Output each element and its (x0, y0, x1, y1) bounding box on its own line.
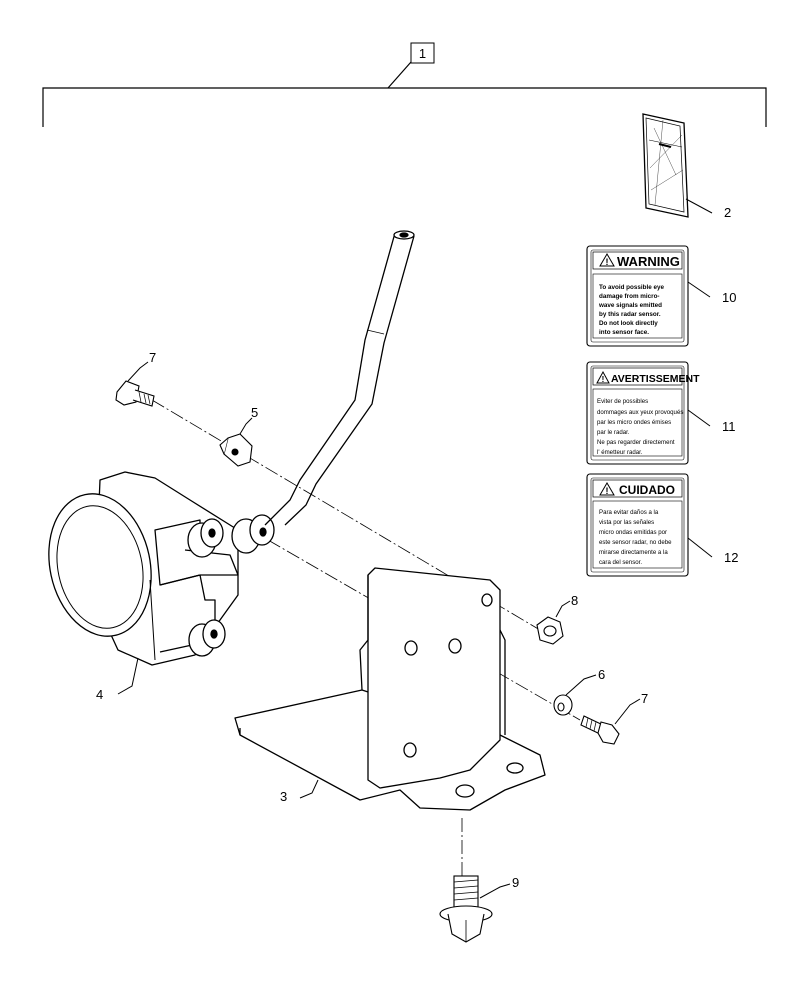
svg-text:!: ! (606, 486, 609, 496)
manual-booklet[interactable]: 2 (642, 113, 731, 220)
bolt-upper[interactable] (115, 380, 155, 407)
sensor-boss-lower (188, 619, 226, 657)
svg-text:par le radar.: par le radar. (597, 429, 630, 436)
svg-text:Do not look directly: Do not look directly (599, 320, 658, 327)
sensor-cable (264, 230, 415, 526)
svg-text:2: 2 (724, 205, 731, 220)
svg-text:WARNING: WARNING (617, 254, 680, 269)
callout-8: 8 (555, 593, 578, 618)
svg-text:12: 12 (724, 550, 738, 565)
callout-1[interactable]: 1 (410, 42, 435, 64)
bolt-lower[interactable] (580, 715, 620, 745)
mounting-bracket[interactable] (234, 567, 546, 811)
callout-7a: 7 (127, 350, 156, 382)
svg-text:vista por las señales: vista por las señales (599, 519, 654, 526)
svg-text:4: 4 (96, 687, 103, 702)
svg-text:into sensor face.: into sensor face. (599, 329, 649, 336)
svg-text:este sensor radar, no debe: este sensor radar, no debe (599, 539, 672, 546)
svg-text:mirarse directamente a la: mirarse directamente a la (599, 549, 668, 556)
sensor-boss-upper (187, 518, 224, 558)
svg-text:Para evitar daños a la: Para evitar daños a la (599, 509, 659, 516)
svg-text:11: 11 (722, 419, 736, 434)
callout-6: 6 (565, 667, 605, 696)
callout-7b: 7 (614, 691, 648, 725)
svg-text:8: 8 (571, 593, 578, 608)
cuidado-decal[interactable]: ! CUIDADO Para evitar daños a la vista p… (586, 473, 738, 577)
svg-text:!: ! (606, 257, 609, 267)
callout-3: 3 (280, 779, 319, 804)
svg-text:dommages aux yeux provoqués: dommages aux yeux provoqués (597, 409, 683, 416)
svg-text:by this radar sensor.: by this radar sensor. (599, 311, 661, 318)
svg-text:CUIDADO: CUIDADO (619, 483, 675, 497)
svg-text:6: 6 (598, 667, 605, 682)
svg-text:3: 3 (280, 789, 287, 804)
warning-decal[interactable]: ! WARNING To avoid possible eye damage f… (586, 245, 736, 347)
callout-5: 5 (239, 405, 258, 435)
lock-washer[interactable] (553, 694, 573, 716)
svg-text:Eviter de possibles: Eviter de possibles (597, 398, 648, 405)
svg-text:!: ! (602, 375, 605, 384)
svg-text:10: 10 (722, 290, 736, 305)
callout-9: 9 (479, 875, 519, 899)
svg-text:9: 9 (512, 875, 519, 890)
svg-text:To avoid possible eye: To avoid possible eye (599, 284, 664, 291)
svg-text:7: 7 (641, 691, 648, 706)
svg-text:5: 5 (251, 405, 258, 420)
svg-text:1: 1 (419, 46, 426, 61)
svg-text:cara del sensor.: cara del sensor. (599, 559, 642, 566)
svg-text:wave signals emitted: wave signals emitted (598, 302, 662, 309)
svg-text:par les micro ondes émises: par les micro ondes émises (597, 419, 671, 426)
svg-text:micro ondas emitidas por: micro ondas emitidas por (599, 529, 667, 536)
callout-4: 4 (96, 657, 139, 702)
flange-nut[interactable] (536, 616, 564, 645)
svg-text:damage from micro-: damage from micro- (599, 293, 660, 300)
flange-bolt[interactable] (439, 875, 493, 943)
svg-text:l' émetteur radar.: l' émetteur radar. (597, 449, 643, 456)
assembly-bracket (42, 61, 767, 127)
clip-nut[interactable] (219, 433, 253, 467)
svg-text:AVERTISSEMENT: AVERTISSEMENT (611, 373, 700, 385)
avertissement-decal[interactable]: ! AVERTISSEMENT Eviter de possibles domm… (586, 361, 736, 465)
svg-text:Ne pas regarder directement: Ne pas regarder directement (597, 439, 675, 446)
sensor-boss-right (231, 514, 275, 554)
radar-sensor[interactable] (36, 471, 275, 666)
svg-text:7: 7 (149, 350, 156, 365)
